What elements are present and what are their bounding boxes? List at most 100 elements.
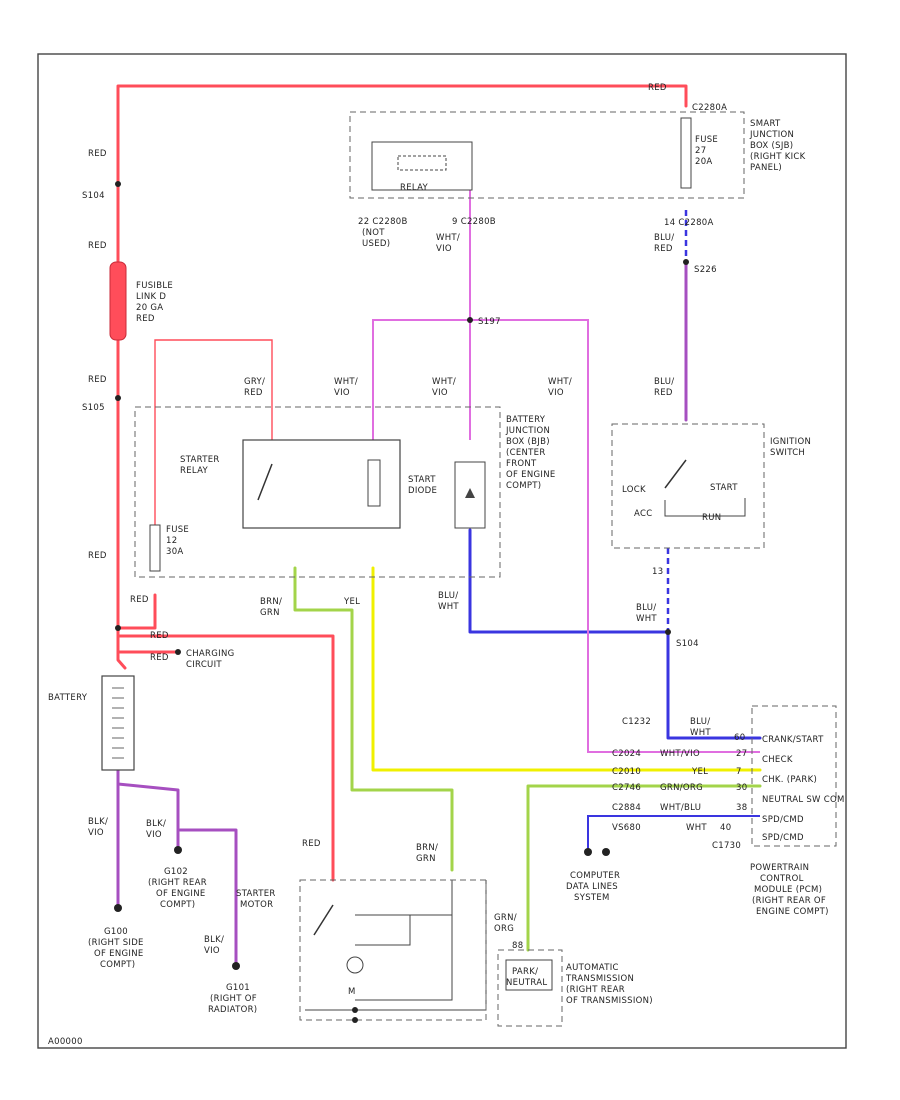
label-start-pos: START — [710, 483, 738, 493]
bjb-box — [134, 406, 501, 578]
label-red-5: RED — [150, 631, 169, 641]
wire-blk-vio-g101 — [178, 828, 238, 968]
wire-brn-grn — [293, 566, 454, 872]
label-blk-vio-2: BLK/VIO — [146, 819, 166, 840]
label-wht-vio-4: WHT/VIO — [548, 377, 572, 398]
fuse-27 — [680, 117, 692, 189]
label-s197: S197 — [478, 317, 501, 327]
relay-coil — [397, 155, 447, 171]
label-lock: LOCK — [622, 485, 646, 495]
starter-solenoid-switch — [313, 904, 334, 936]
pcm-connector-rows: C1232 BLU/WHT 60 CRANK/START C2024 WHT/V… — [612, 717, 844, 843]
label-blu-red-1: BLU/RED — [654, 233, 674, 254]
label-brn-grn-1: BRN/GRN — [260, 597, 282, 618]
pcm-row-wire: GRN/ORG — [660, 783, 703, 793]
battery-cells — [112, 687, 124, 759]
park-neutral-box — [497, 949, 563, 1027]
fuse-12 — [149, 524, 161, 572]
label-c2280a-14: 14 C2280A — [664, 218, 714, 228]
label-blu-red-2: BLU/RED — [654, 377, 674, 398]
label-red-1: RED — [88, 149, 107, 159]
pcm-row-pin: 27 — [736, 749, 747, 759]
wire-gray-motor — [355, 880, 453, 1001]
label-blu-wht-1: BLU/WHT — [636, 603, 657, 624]
wire-red-fuse12 — [116, 593, 157, 630]
battery-body — [101, 675, 135, 771]
label-red-6: RED — [150, 653, 169, 663]
label-s-top: S104 — [82, 191, 105, 201]
label-ign-13: 13 — [652, 567, 663, 577]
pcm-box — [751, 705, 837, 847]
label-red-2: RED — [88, 241, 107, 251]
label-m: M — [348, 987, 356, 997]
wire-grn-org — [526, 784, 762, 952]
label-c1730: C1730 — [712, 841, 741, 851]
label-wht-vio-1: WHT/VIO — [436, 233, 460, 254]
pcm-row-func: CHK. (PARK) — [762, 775, 817, 785]
label-c2280b-9: 9 C2280B — [452, 217, 496, 227]
label-yel-1: YEL — [343, 597, 360, 607]
starter-relay — [242, 439, 401, 529]
wire-red-battery — [116, 638, 127, 670]
park-neutral-switch — [505, 959, 553, 991]
starter-motor-box — [299, 879, 487, 1021]
label-gry-red: GRY/RED — [244, 377, 265, 398]
pcm-row-conn: C2024 — [612, 749, 641, 759]
motor-symbol — [346, 956, 364, 974]
label-park-neutral: PARK/NEUTRAL — [506, 967, 547, 988]
pcm-row-func: CHECK — [762, 755, 793, 765]
wire-red-starter — [116, 634, 335, 882]
label-grn-org: GRN/ORG — [494, 913, 517, 934]
splices — [114, 181, 689, 1023]
label-wht-vio-3: WHT/VIO — [432, 377, 456, 398]
ignition-switch-box — [611, 423, 765, 549]
pcm-row-pin: 40 — [720, 823, 731, 833]
wire-yel — [371, 566, 762, 772]
pcm-row-wire: YEL — [691, 767, 708, 777]
pcm-row-wire: WHT/BLU — [660, 803, 701, 813]
wire-red-main — [116, 84, 688, 642]
label-red-top: RED — [648, 83, 667, 93]
label-s105: S105 — [82, 403, 105, 413]
pcm-row-wire: BLU/WHT — [690, 717, 711, 738]
pcm-row-func: SPD/CMD — [762, 815, 804, 825]
relay-coil-2 — [367, 459, 381, 507]
pcm-row-pin: 38 — [736, 803, 747, 813]
diode-symbol — [465, 488, 475, 498]
pcm-row-wire: WHT — [686, 823, 707, 833]
diagram-frame — [37, 53, 847, 1049]
wire-gry-red — [154, 339, 273, 545]
pcm-row-pin: 30 — [736, 783, 747, 793]
label-s226: S226 — [694, 265, 717, 275]
label-red-starter: RED — [302, 839, 321, 849]
label-wht-vio-2: WHT/VIO — [334, 377, 358, 398]
label-blk-vio-1: BLK/VIO — [88, 817, 108, 838]
wire-blu-wht — [468, 528, 762, 740]
label-red-4: RED — [88, 551, 107, 561]
label-blu-wht-2: BLU/WHT — [438, 591, 459, 612]
wire-wht-blu — [587, 815, 760, 852]
ignition-contact — [664, 459, 687, 489]
wire-blk-vio-g102 — [116, 782, 180, 852]
pcm-row-conn: C2884 — [612, 803, 641, 813]
label-battery: BATTERY — [48, 693, 88, 703]
label-red-s104: RED — [130, 595, 149, 605]
label-sjb-c2280a: C2280A — [692, 103, 727, 113]
wire-wht-vio-branch — [372, 319, 760, 753]
label-brn-grn-2: BRN/GRN — [416, 843, 438, 864]
pcm-row-conn: C2746 — [612, 783, 641, 793]
